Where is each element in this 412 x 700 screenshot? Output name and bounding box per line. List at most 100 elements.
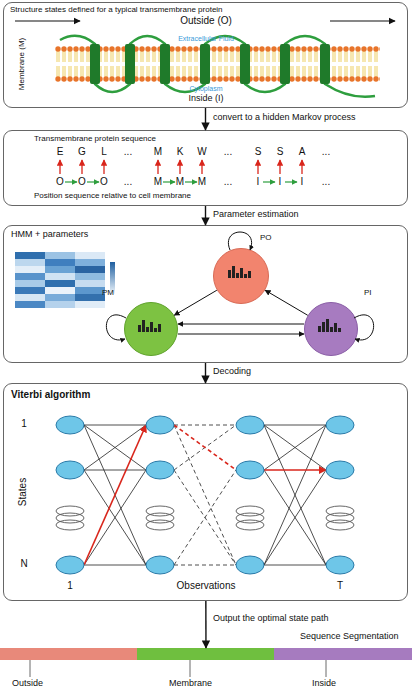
trellis-link	[84, 425, 146, 426]
state-node	[326, 461, 354, 479]
stack-ellipse	[56, 513, 84, 523]
emission-arrows	[60, 160, 302, 174]
state-node	[146, 556, 174, 574]
hist-bar	[158, 324, 161, 332]
segment-tick	[30, 660, 31, 677]
protein-chain	[60, 36, 375, 97]
annotation-label: W	[197, 146, 206, 157]
hist-bar	[322, 322, 325, 332]
annotation-label: S	[255, 146, 262, 157]
heat-cell	[75, 301, 105, 308]
panel-title: Viterbi algorithm	[11, 389, 90, 400]
emission-arrow	[81, 160, 82, 174]
heat-cell	[75, 266, 105, 273]
optimal-path	[84, 425, 326, 565]
state-circle: PM	[124, 302, 178, 356]
trellis-link	[264, 470, 326, 565]
emission-histogram	[138, 320, 161, 332]
annotation-label: M	[176, 176, 184, 187]
trellis-link	[264, 425, 326, 426]
self-loop	[106, 315, 126, 340]
emission-arrow	[103, 160, 104, 174]
segment-band: Inside	[274, 648, 412, 660]
segment-ticks	[30, 660, 326, 677]
annotation-label: Outside (O)	[180, 15, 232, 26]
state-node	[236, 556, 264, 574]
segment-label: Membrane	[169, 679, 212, 689]
heat-cell	[75, 294, 105, 301]
heat-cell	[75, 280, 105, 287]
annotation-label: E	[57, 146, 64, 157]
transition-probability: PI	[364, 289, 372, 298]
stack-ellipse	[326, 506, 354, 516]
helix	[240, 44, 250, 84]
emission-arrow	[201, 160, 202, 174]
stack-ellipse	[146, 506, 174, 516]
emission-arrow	[157, 160, 158, 174]
segment-label: Inside	[312, 679, 336, 689]
transition-arrow	[265, 290, 308, 315]
stack-ellipse	[236, 520, 264, 530]
hist-bar	[330, 327, 333, 332]
stack-ellipse	[56, 520, 84, 530]
heat-cell	[15, 294, 45, 301]
trellis-link	[174, 425, 236, 470]
transition-arrow	[178, 334, 304, 335]
transition-arrow	[163, 181, 175, 182]
trellis-link	[84, 470, 146, 565]
hist-bar	[236, 273, 239, 278]
stack-ellipse	[326, 520, 354, 530]
heat-cell	[15, 259, 45, 266]
hist-bar	[138, 325, 141, 332]
heat-cell	[75, 252, 105, 259]
stack-ellipse	[56, 506, 84, 516]
panel-title: Transmembrane protein sequence	[34, 135, 156, 144]
trellis-link	[264, 425, 326, 565]
annotation-label: A	[299, 146, 306, 157]
annotation-label: N	[20, 558, 27, 569]
trellis-link	[174, 470, 236, 565]
panel-box: Transmembrane protein sequencePosition s…	[3, 130, 408, 206]
trellis-links	[84, 425, 326, 565]
transition-arrow	[178, 324, 304, 325]
annotation-label: M	[154, 176, 162, 187]
transition-arrow	[285, 181, 297, 182]
hist-bar	[154, 328, 157, 332]
helix	[200, 44, 210, 84]
hist-bar	[228, 270, 231, 278]
heat-cell	[15, 252, 45, 259]
direction-arrow	[15, 20, 80, 21]
trellis-link	[264, 425, 326, 565]
transition-arrow	[174, 290, 217, 315]
state-node	[236, 461, 264, 479]
state-node	[56, 461, 84, 479]
annotation-label: Membrane (M)	[18, 38, 27, 90]
trellis-link	[84, 565, 146, 566]
emission-histogram	[228, 266, 251, 278]
hist-bar	[334, 323, 337, 332]
state-node	[326, 416, 354, 434]
annotation-label: G	[78, 146, 86, 157]
self-loop	[228, 232, 251, 250]
annotation-label: S	[277, 146, 284, 157]
hist-bar	[232, 266, 235, 278]
annotation-label: I	[301, 176, 304, 187]
flow-arrow	[205, 363, 206, 383]
heat-cell	[15, 280, 45, 287]
hist-bar	[338, 328, 341, 332]
annotation-label: ...	[224, 176, 232, 187]
hist-bar	[146, 327, 149, 332]
stack-ellipse	[236, 513, 264, 523]
trellis-link	[174, 425, 236, 565]
helix	[320, 44, 330, 84]
emission-arrow	[179, 160, 180, 174]
annotation-label: 1	[21, 418, 27, 429]
heat-cell	[45, 259, 75, 266]
heat-cell	[45, 252, 75, 259]
annotation-label: ...	[124, 176, 132, 187]
trellis-link	[174, 425, 236, 426]
heat-cell	[15, 301, 45, 308]
